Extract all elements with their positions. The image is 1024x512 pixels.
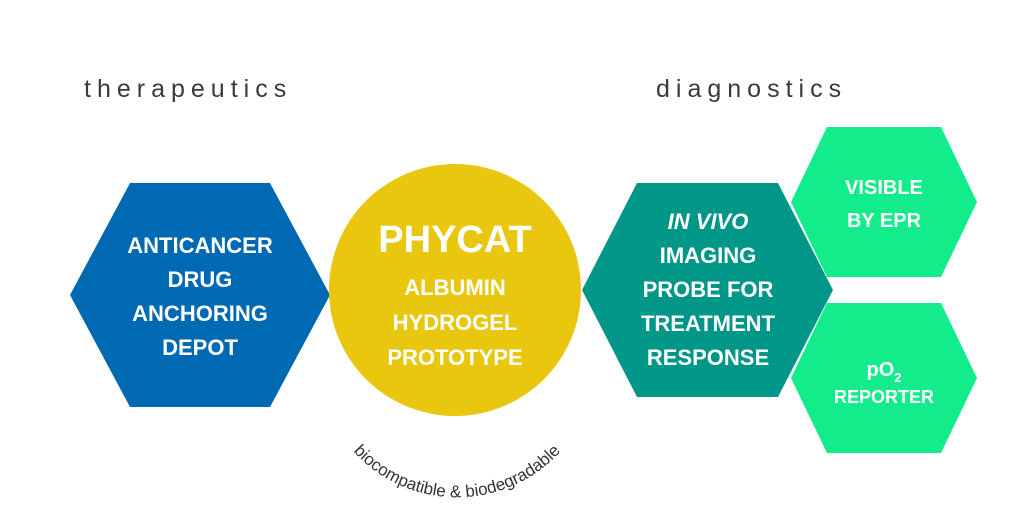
phycat-line-1: ALBUMIN	[404, 275, 505, 300]
anticancer-line-3: ANCHORING	[132, 301, 268, 326]
anticancer-hexagon	[70, 183, 330, 407]
epr-line-1: VISIBLE	[845, 177, 923, 199]
imaging-probe-node: IN VIVO IMAGING PROBE FOR TREATMENT RESP…	[582, 183, 833, 397]
imaging-italic-line: IN VIVO	[668, 209, 749, 234]
visible-by-epr-node: VISIBLE BY EPR	[791, 127, 977, 277]
phycat-title: PHYCAT	[378, 219, 531, 261]
phycat-circle	[329, 164, 581, 416]
anticancer-depot-node: ANTICANCER DRUG ANCHORING DEPOT	[70, 183, 330, 407]
anticancer-line-1: ANTICANCER	[127, 233, 273, 258]
po2-reporter-node: pO2 REPORTER	[791, 303, 977, 453]
biocompatible-arc-label: biocompatible & biodegradable	[350, 441, 564, 502]
phycat-line-2: HYDROGEL	[393, 310, 518, 335]
po2-hexagon	[791, 303, 977, 453]
imaging-line-1: IMAGING	[660, 243, 757, 268]
anticancer-line-4: DEPOT	[162, 335, 238, 360]
imaging-hexagon	[582, 183, 833, 397]
imaging-line-4: RESPONSE	[647, 345, 769, 370]
imaging-line-2: PROBE FOR	[643, 277, 774, 302]
po2-label: pO2	[866, 359, 901, 385]
anticancer-line-2: DRUG	[168, 267, 233, 292]
po2-main: pO	[866, 359, 894, 381]
arc-text-path: biocompatible & biodegradable	[350, 441, 564, 502]
diagnostics-heading: diagnostics	[656, 75, 847, 103]
phycat-line-3: PROTOTYPE	[387, 345, 522, 370]
phycat-node: PHYCAT ALBUMIN HYDROGEL PROTOTYPE biocom…	[329, 164, 581, 501]
po2-subscript: 2	[894, 370, 901, 385]
epr-line-2: BY EPR	[847, 210, 922, 232]
imaging-line-3: TREATMENT	[641, 311, 776, 336]
epr-hexagon	[791, 127, 977, 277]
therapeutics-heading: therapeutics	[84, 75, 292, 103]
po2-line-2: REPORTER	[834, 387, 934, 407]
